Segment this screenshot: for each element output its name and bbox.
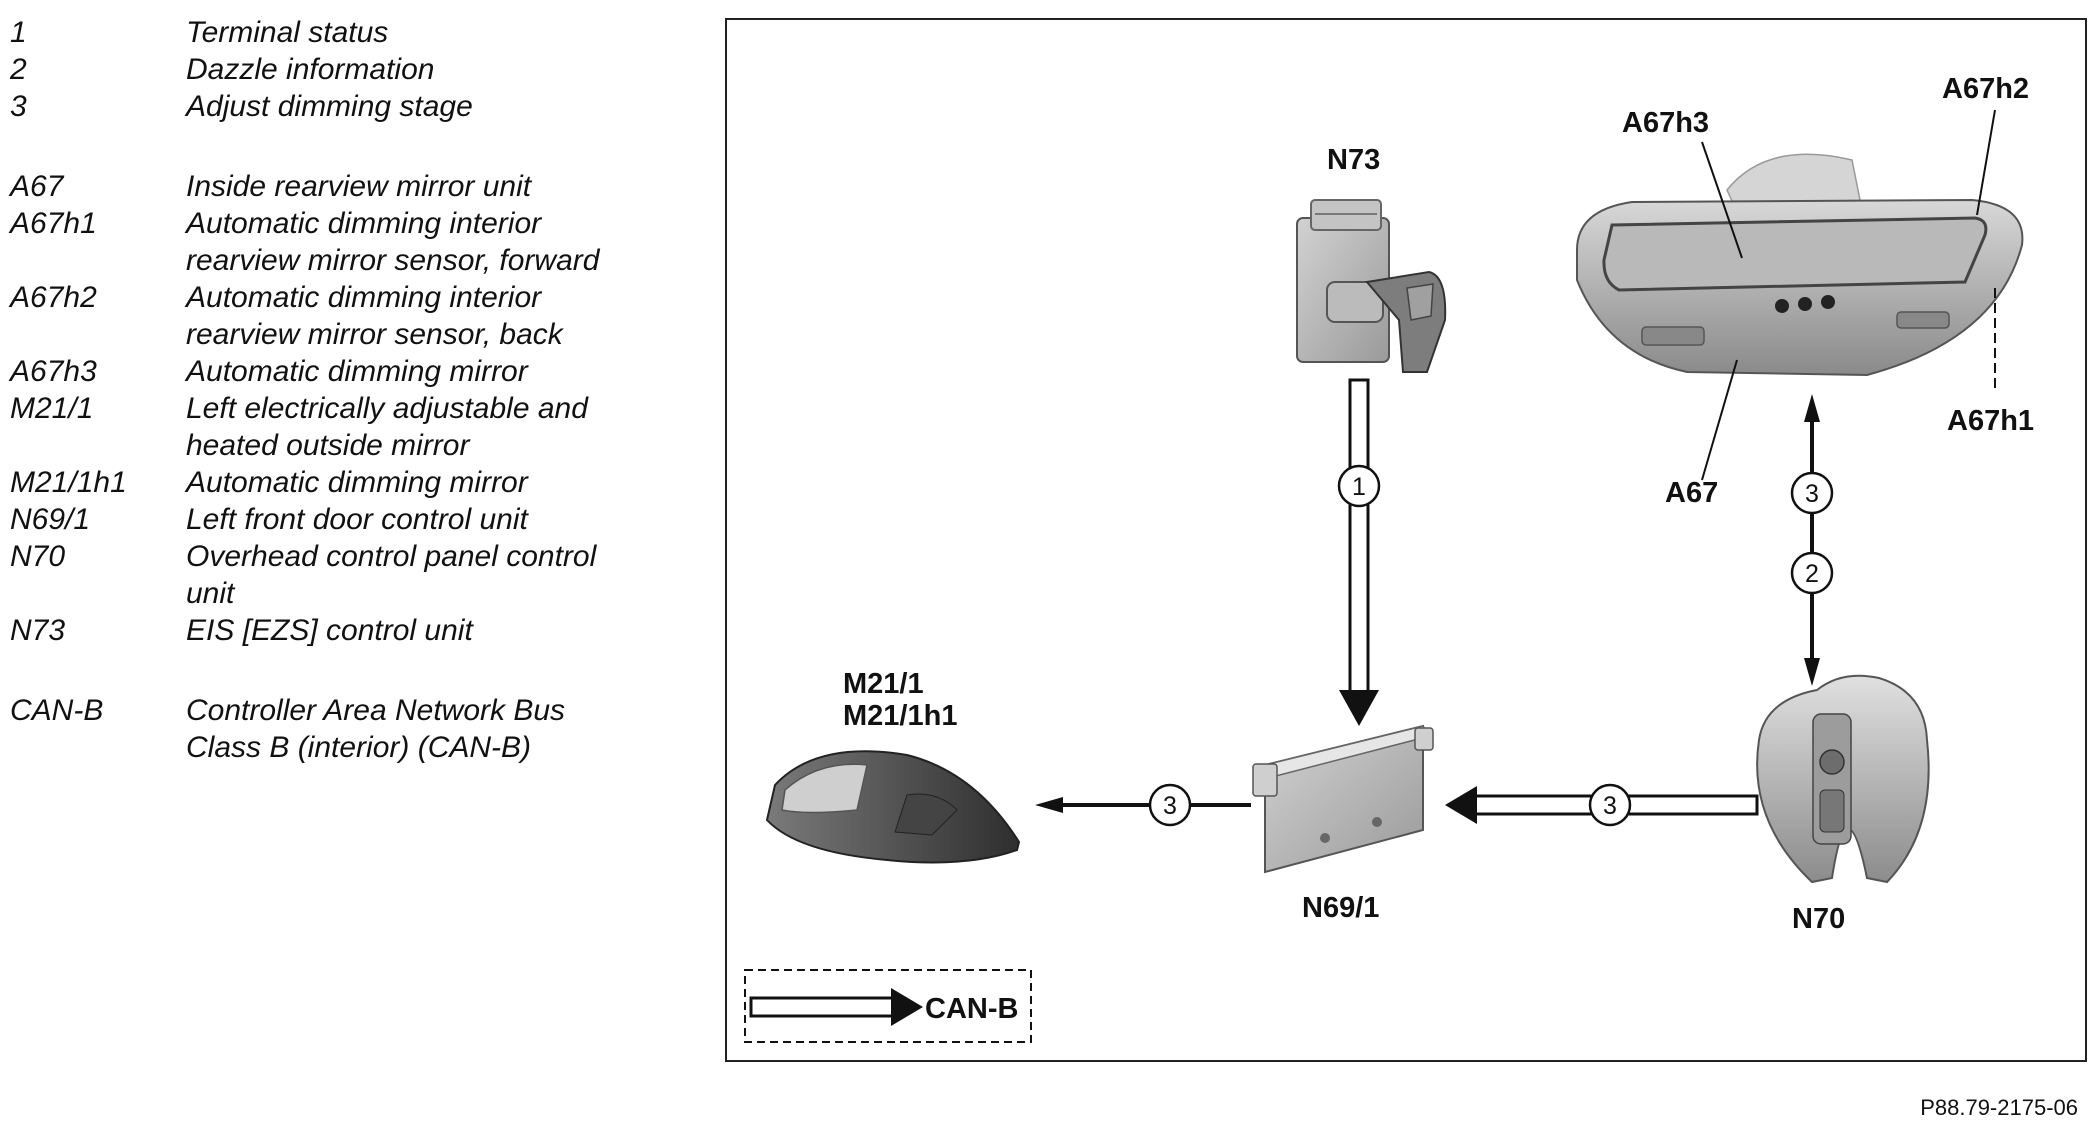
diagram-canvas: N73 A67h3 A67h2 A67h1 A67 N70 [744, 73, 2034, 1043]
a67h3-label: A67h3 [1622, 107, 1709, 139]
legend-key: M21/1 [10, 392, 94, 425]
legend-key: A67h1 [10, 207, 97, 240]
legend-row: 3 Adjust dimming stage [10, 88, 710, 125]
legend-text: Left electrically adjustable and [186, 392, 588, 425]
legend-key: A67h2 [10, 281, 97, 314]
legend-text: Dazzle information [186, 53, 435, 86]
a67h1-label: A67h1 [1947, 405, 2034, 437]
figure-reference: P88.79-2175-06 [1920, 1095, 2078, 1120]
n69-1-component [1252, 724, 1434, 874]
signal-3b-text: 3 [1603, 792, 1617, 820]
legend-text: EIS [EZS] control unit [186, 614, 473, 647]
legend-key: N73 [10, 614, 66, 647]
legend-row: 1 Terminal status [10, 14, 710, 51]
legend-text: Automatic dimming interior [186, 281, 542, 314]
legend-row: A67h3 Automatic dimming mirror [10, 353, 710, 390]
canb-key: CAN-B [744, 969, 1032, 1043]
signal-3c-text: 3 [1163, 792, 1177, 820]
legend-text: Inside rearview mirror unit [186, 170, 532, 203]
signal-3a-text: 3 [1805, 480, 1819, 508]
legend-text: unit [186, 577, 235, 610]
legend-row: N70 Overhead control panel control unit [10, 538, 710, 612]
signal-1-text: 1 [1352, 473, 1366, 501]
legend-text: Terminal status [186, 16, 389, 49]
diagram-frame: N73 A67h3 A67h2 A67h1 A67 N70 [725, 18, 2087, 1062]
line-a67-n70 [1804, 394, 1820, 686]
legend-text: Left front door control unit [186, 503, 528, 536]
legend-text: Class B (interior) (CAN-B) [186, 731, 532, 764]
legend-text: Automatic dimming mirror [186, 466, 528, 499]
legend-text: Adjust dimming stage [186, 90, 473, 123]
legend-row: 2 Dazzle information [10, 51, 710, 88]
a67-component [1576, 153, 2024, 377]
legend-key: M21/1h1 [10, 466, 127, 499]
legend-row: M21/1 Left electrically adjustable and he… [10, 390, 710, 464]
legend-key: N70 [10, 540, 66, 573]
legend-row: A67h1 Automatic dimming interior rearview… [10, 205, 710, 279]
canb-key-label: CAN-B [925, 993, 1018, 1025]
legend-text: Controller Area Network Bus [186, 694, 566, 727]
a67-label: A67 [1665, 477, 1718, 509]
signal-badge-2: 2 [1790, 551, 1834, 595]
legend-row: M21/1h1 Automatic dimming mirror [10, 464, 710, 501]
legend-key: 2 [10, 53, 27, 86]
legend-row: A67 Inside rearview mirror unit [10, 168, 710, 205]
n73-component [1296, 199, 1447, 373]
n70-label: N70 [1792, 903, 1845, 935]
line-n69-mirror [1035, 797, 1251, 813]
legend-row: N73 EIS [EZS] control unit [10, 612, 710, 649]
signal-badge-3c: 3 [1148, 783, 1192, 827]
signal-badge-3b: 3 [1588, 783, 1632, 827]
n70-component [1756, 674, 1930, 884]
signal-badge-1: 1 [1337, 464, 1381, 508]
legend: 1 Terminal status 2 Dazzle information 3… [10, 14, 710, 766]
legend-text: Automatic dimming interior [186, 207, 542, 240]
legend-text: Overhead control panel control [186, 540, 597, 573]
m21-1-label: M21/1 [843, 668, 924, 700]
signal-badge-3a: 3 [1790, 471, 1834, 515]
n69-1-label: N69/1 [1302, 892, 1379, 924]
n73-label: N73 [1327, 144, 1380, 176]
legend-text: rearview mirror sensor, back [186, 318, 563, 351]
a67h3-leader [1701, 141, 1743, 259]
signal-2-text: 2 [1805, 560, 1819, 588]
legend-text: Automatic dimming mirror [186, 355, 528, 388]
legend-key: N69/1 [10, 503, 91, 536]
a67-leader [1701, 359, 1738, 481]
legend-text: rearview mirror sensor, forward [186, 244, 600, 277]
legend-key: CAN-B [10, 694, 104, 727]
a67h2-label: A67h2 [1942, 73, 2029, 105]
m21-1h1-label: M21/1h1 [843, 700, 957, 732]
legend-key: 1 [10, 16, 27, 49]
legend-text: heated outside mirror [186, 429, 470, 462]
canb-arrow-n73-n69 [1339, 378, 1379, 726]
legend-row: A67h2 Automatic dimming interior rearview… [10, 279, 710, 353]
m21-1-component [765, 750, 1021, 864]
a67h2-leader [1976, 109, 1996, 216]
legend-key: A67h3 [10, 355, 97, 388]
legend-row: N69/1 Left front door control unit [10, 501, 710, 538]
legend-key: 3 [10, 90, 27, 123]
legend-key: A67 [10, 170, 64, 203]
